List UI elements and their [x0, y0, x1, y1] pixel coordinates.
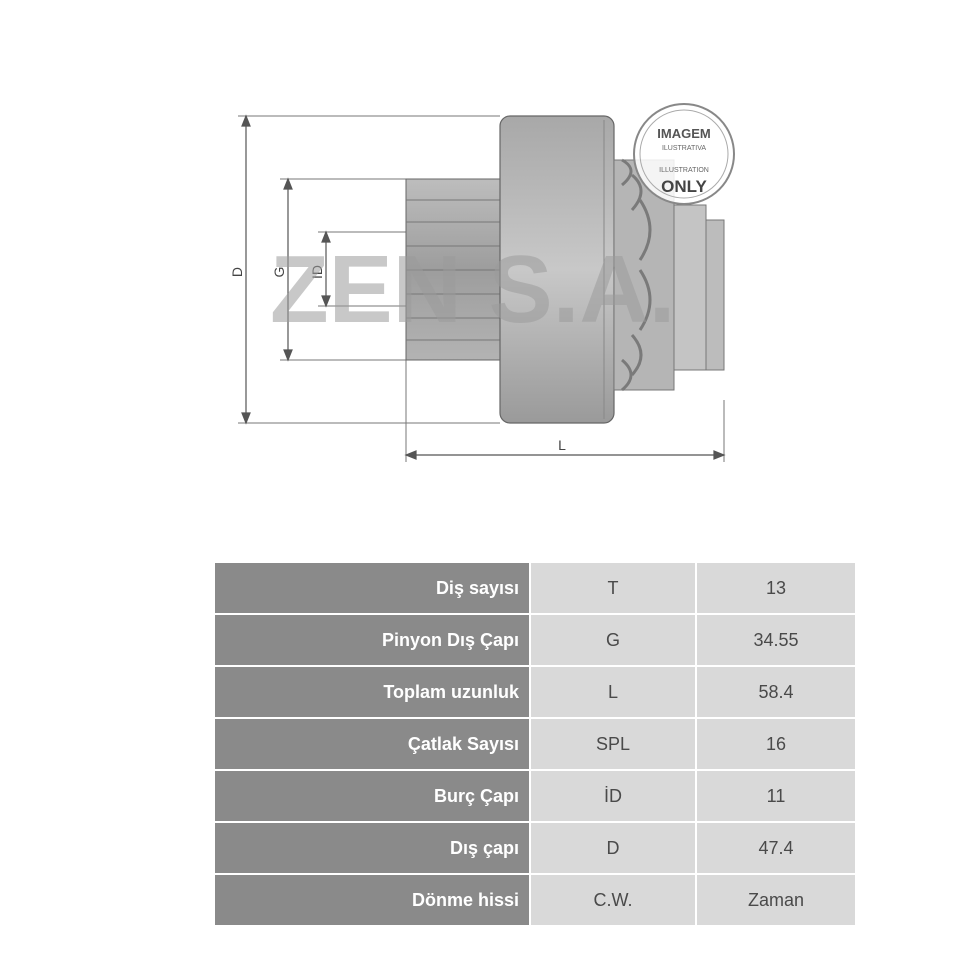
table-row: Burç Çapı İD 11 [215, 770, 855, 823]
spec-symbol: T [530, 563, 697, 615]
dimension-lines [241, 114, 726, 460]
spec-symbol: C.W. [530, 874, 697, 927]
dim-label-g: G [271, 267, 287, 278]
spec-symbol: İD [530, 770, 697, 823]
spec-symbol: L [530, 666, 697, 719]
spec-label: Burç Çapı [215, 770, 531, 823]
spec-symbol: SPL [530, 718, 697, 771]
spec-symbol: D [530, 822, 697, 875]
spec-value: 11 [696, 770, 855, 823]
extension-lines [238, 115, 725, 462]
watermark-text: ZEN S.A. [270, 236, 675, 343]
stamp-sub1-text: ILUSTRATIVA [662, 145, 706, 152]
table-row: Diş sayısı T 13 [215, 563, 855, 615]
table-row: Çatlak Sayısı SPL 16 [215, 718, 855, 771]
dim-label-d: D [229, 267, 245, 277]
stamp-bottom-text: ONLY [661, 177, 707, 196]
spec-value: 13 [696, 563, 855, 615]
spec-value: 34.55 [696, 614, 855, 667]
spec-value: Zaman [696, 874, 855, 927]
spec-label: Diş sayısı [215, 563, 531, 615]
illustrative-stamp: IMAGEM ILUSTRATIVA ILLUSTRATION ONLY [633, 103, 735, 205]
spec-value: 47.4 [696, 822, 855, 875]
table-row: Dış çapı D 47.4 [215, 822, 855, 875]
stamp-top-text: IMAGEM [657, 126, 710, 141]
spec-value: 16 [696, 718, 855, 771]
stamp-sub2-text: ILLUSTRATION [659, 167, 709, 174]
spec-label: Dönme hissi [215, 874, 531, 927]
dim-label-id: ID [309, 265, 325, 279]
table-row: Pinyon Dış Çapı G 34.55 [215, 614, 855, 667]
spec-value: 58.4 [696, 666, 855, 719]
spec-table: Diş sayısı T 13 Pinyon Dış Çapı G 34.55 … [215, 563, 855, 927]
spec-label: Dış çapı [215, 822, 531, 875]
dim-label-l: L [558, 437, 566, 453]
technical-drawing: D G ID L ZEN S.A. [229, 103, 735, 462]
spec-label: Toplam uzunluk [215, 666, 531, 719]
table-row: Toplam uzunluk L 58.4 [215, 666, 855, 719]
table-row: Dönme hissi C.W. Zaman [215, 874, 855, 927]
spec-label: Pinyon Dış Çapı [215, 614, 531, 667]
spec-label: Çatlak Sayısı [215, 718, 531, 771]
spec-symbol: G [530, 614, 697, 667]
